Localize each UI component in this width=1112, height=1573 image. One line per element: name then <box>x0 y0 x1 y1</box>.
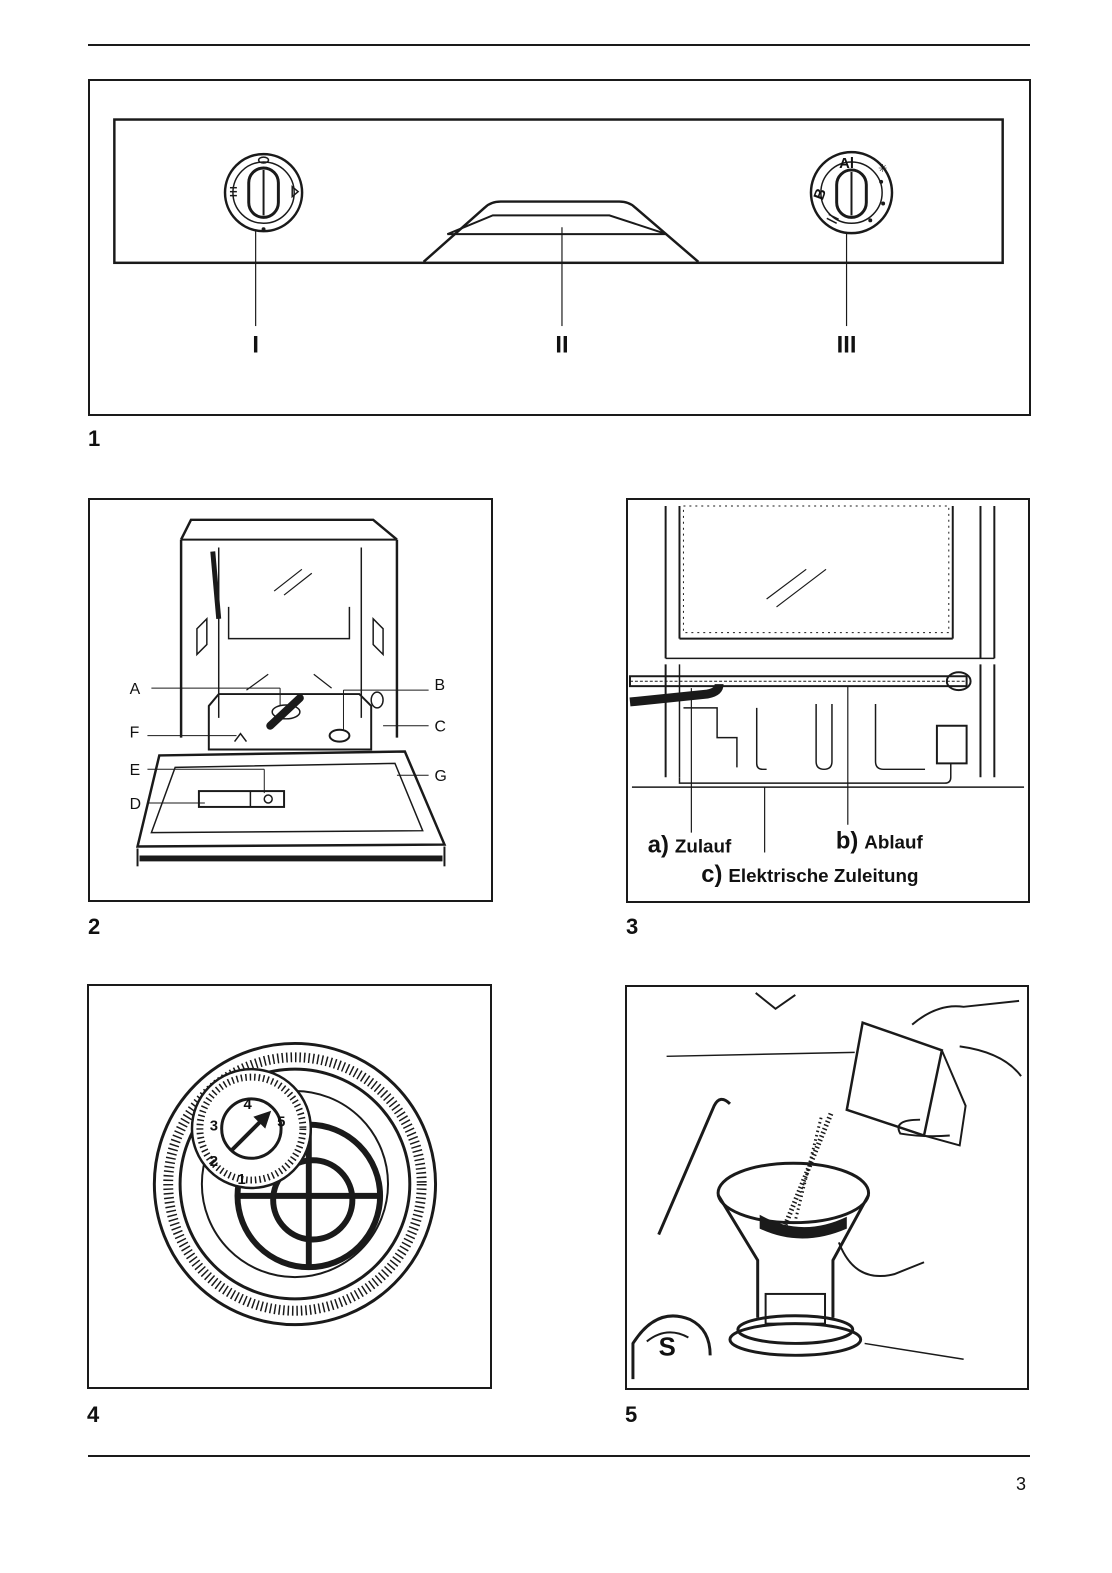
salt-filling-drawing: S <box>627 987 1027 1388</box>
dial-number-1: 1 <box>238 1172 246 1188</box>
figure-4-hardness-dial: 1 2 3 4 5 <box>87 984 492 1389</box>
program-knob-right: Al B ✳ <box>811 152 892 233</box>
figure-1-control-panel: I II Al B ✳ III <box>88 79 1031 416</box>
page-number: 3 <box>1016 1474 1026 1495</box>
connection-b: b)Ablauf <box>836 828 924 855</box>
connection-c: c)Elektrische Zuleitung <box>701 861 918 888</box>
knob-mark-al: Al <box>839 156 854 172</box>
callout-B: B <box>435 677 446 694</box>
figure-5-filling-salt: S <box>625 985 1029 1390</box>
dial-number-5: 5 <box>277 1115 285 1131</box>
dial-number-4: 4 <box>243 1097 252 1113</box>
connections-drawing: a)Zulauf b)Ablauf c)Elektrische Zuleitun… <box>628 500 1028 901</box>
figure-2-open-dishwasher: A B C D E F G <box>88 498 493 902</box>
figure-number-3: 3 <box>626 916 638 938</box>
dial-number-3: 3 <box>210 1119 218 1135</box>
top-rule <box>88 44 1030 46</box>
callout-D: D <box>130 796 141 813</box>
cap-symbol-s: S <box>659 1333 676 1361</box>
control-panel-drawing: I II Al B ✳ III <box>90 81 1029 414</box>
callout-C: C <box>435 719 446 736</box>
dishwasher-interior-drawing: A B C D E F G <box>90 500 491 900</box>
program-knob-left <box>225 154 302 231</box>
callout-E: E <box>130 762 141 779</box>
dial-number-2: 2 <box>210 1154 218 1170</box>
figure-3-connections: a)Zulauf b)Ablauf c)Elektrische Zuleitun… <box>626 498 1030 903</box>
figure-number-5: 5 <box>625 1404 637 1426</box>
label-I: I <box>252 333 259 359</box>
callout-F: F <box>130 725 140 742</box>
figure-number-1: 1 <box>88 428 100 450</box>
hardness-dial-drawing: 1 2 3 4 5 <box>89 986 490 1387</box>
connection-a: a)Zulauf <box>648 831 732 858</box>
figure-number-4: 4 <box>87 1404 99 1426</box>
knob-mark-b: B <box>811 186 830 202</box>
figure-number-2: 2 <box>88 916 100 938</box>
callout-G: G <box>435 768 447 785</box>
bottom-rule <box>88 1455 1030 1457</box>
label-III: III <box>837 333 857 359</box>
label-II: II <box>555 333 568 359</box>
callout-A: A <box>130 681 141 698</box>
sun-symbol-icon: ✳ <box>878 163 887 175</box>
